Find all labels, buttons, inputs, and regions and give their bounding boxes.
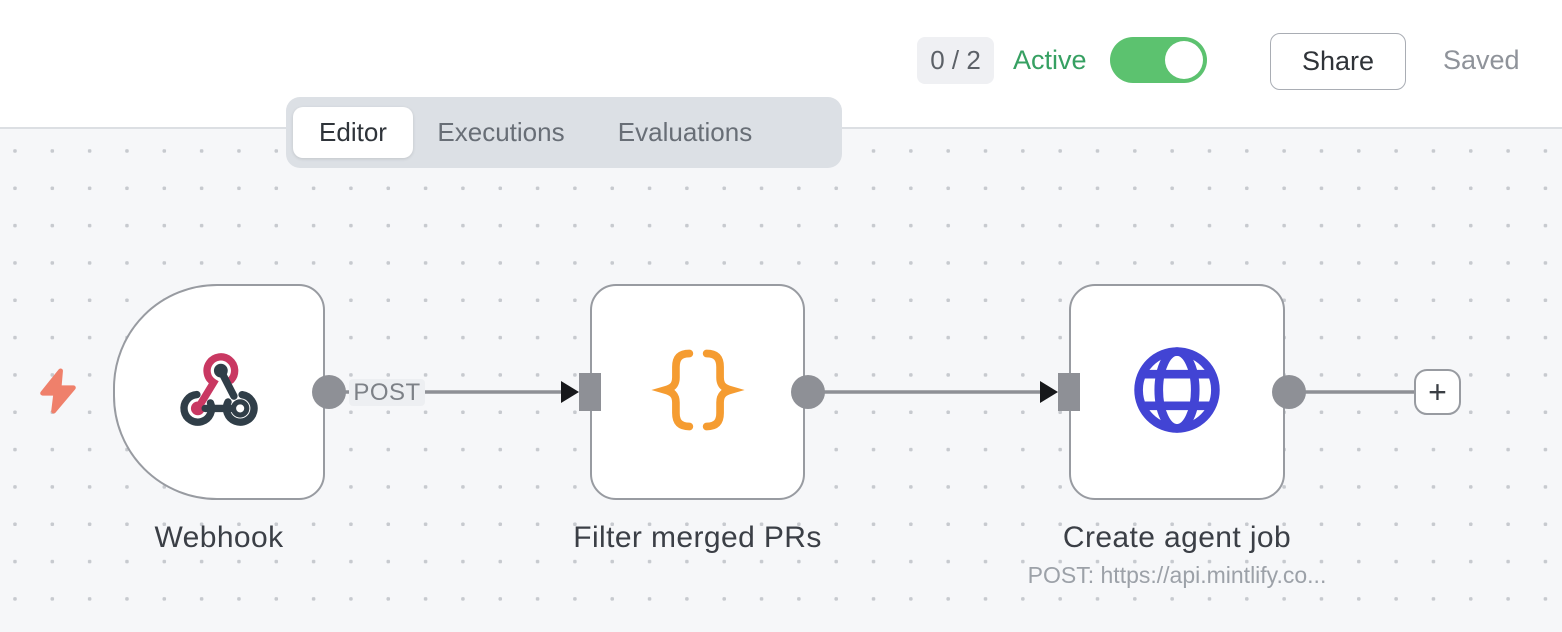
node-subtitle-agent: POST: https://api.mintlify.co...: [1027, 562, 1327, 588]
trigger-bolt-icon: [36, 366, 80, 416]
node-title-agent: Create agent job: [1062, 521, 1292, 554]
code-braces-icon: [650, 342, 746, 443]
node-title-filter: Filter merged PRs: [573, 521, 822, 554]
toggle-knob-icon: [1165, 41, 1203, 79]
add-node-button[interactable]: +: [1414, 369, 1461, 415]
active-toggle[interactable]: [1110, 37, 1207, 83]
saved-status: Saved: [1443, 45, 1520, 75]
connection-method-label: POST: [349, 379, 425, 406]
node-title-webhook: Webhook: [154, 521, 284, 554]
node-filter-merged-prs[interactable]: [590, 284, 805, 500]
share-button[interactable]: Share: [1270, 33, 1406, 90]
webhook-icon: [173, 344, 265, 441]
tab-editor[interactable]: Editor: [293, 107, 413, 158]
node-create-agent-job[interactable]: [1069, 284, 1285, 500]
globe-icon: [1129, 342, 1225, 443]
tab-evaluations[interactable]: Evaluations: [617, 117, 753, 147]
view-tabbar: Editor Executions Evaluations: [286, 97, 842, 168]
execution-counter-badge: 0 / 2: [917, 37, 994, 84]
node-webhook[interactable]: [113, 284, 325, 500]
tab-executions[interactable]: Executions: [437, 117, 565, 147]
active-label: Active: [1013, 45, 1087, 75]
